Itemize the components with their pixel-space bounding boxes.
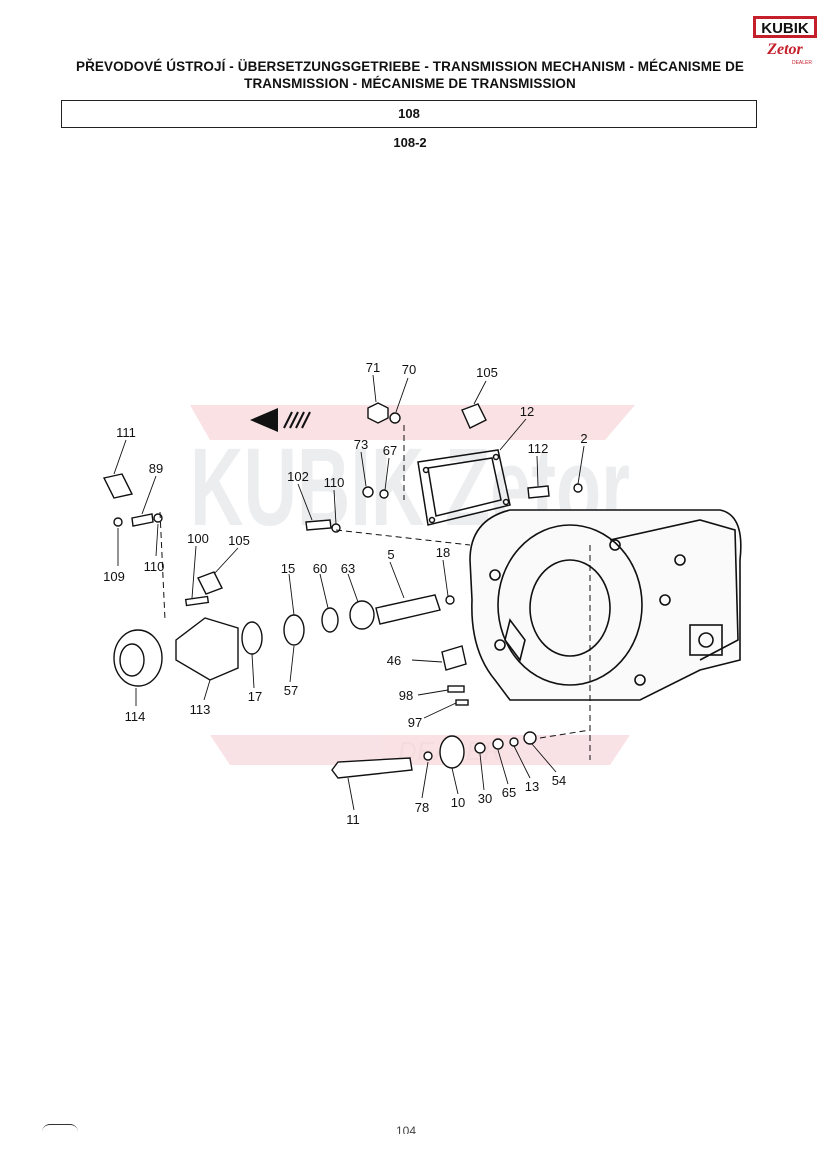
part-label: 78	[415, 800, 429, 815]
leader-lines	[113, 374, 585, 811]
kubik-zetor-logo: KUBIK Zetor DEALER	[753, 16, 817, 66]
part-label: 18	[436, 545, 450, 560]
logo-tagline-text: DEALER	[792, 60, 812, 66]
part-label: 110	[324, 475, 345, 490]
part-label: 63	[341, 561, 355, 576]
part-label: 30	[478, 791, 492, 806]
part-label: 71	[366, 360, 380, 375]
part-label: 17	[248, 689, 262, 704]
part-label: 105	[228, 533, 250, 548]
part-labels: 71 70 105 12 111 89 73 67 112 2 102 110 …	[103, 360, 587, 827]
small-parts	[102, 402, 583, 779]
part-label: 11	[346, 812, 360, 827]
part-label: 2	[580, 431, 587, 446]
part-label: 105	[476, 365, 498, 380]
part-label: 15	[281, 561, 295, 576]
logo-sub-brand-text: Zetor	[766, 41, 803, 58]
page-number: 104	[395, 1124, 417, 1134]
part-label: 57	[284, 683, 298, 698]
part-label: 110	[144, 559, 165, 574]
part-label: 113	[190, 702, 211, 717]
assembly-lines	[159, 425, 591, 760]
part-label: 102	[287, 469, 309, 484]
logo-brand-text: KUBIK	[761, 20, 809, 37]
footer-mark	[42, 1124, 78, 1133]
direction-arrow-icon	[250, 408, 311, 432]
part-label: 100	[187, 531, 209, 546]
part-label: 5	[387, 547, 394, 562]
part-label: 54	[552, 773, 566, 788]
part-label: 65	[502, 785, 516, 800]
cover-plate	[417, 449, 511, 526]
subsection-code: 108-2	[393, 135, 427, 150]
part-label: 13	[525, 779, 539, 794]
page-title: PŘEVODOVÉ ÚSTROJÍ - ÜBERSETZUNGSGETRIEBE…	[75, 59, 745, 91]
part-label: 98	[399, 688, 413, 703]
part-label: 109	[103, 569, 125, 584]
part-label: 10	[451, 795, 465, 810]
part-label: 114	[125, 709, 146, 724]
transmission-housing	[469, 509, 742, 701]
part-label: 112	[528, 441, 549, 456]
part-label: 97	[408, 715, 422, 730]
part-label: 73	[354, 437, 368, 452]
part-label: 89	[149, 461, 163, 476]
part-label: 46	[387, 653, 401, 668]
part-label: 12	[520, 404, 534, 419]
part-label: 60	[313, 561, 327, 576]
part-label: 111	[116, 425, 136, 440]
part-label: 70	[402, 362, 416, 377]
part-label: 67	[383, 443, 397, 458]
section-code: 108	[398, 106, 420, 121]
section-code-box: 108	[61, 100, 757, 128]
exploded-parts-diagram: KUBIK Zetor DEALER	[102, 360, 742, 827]
